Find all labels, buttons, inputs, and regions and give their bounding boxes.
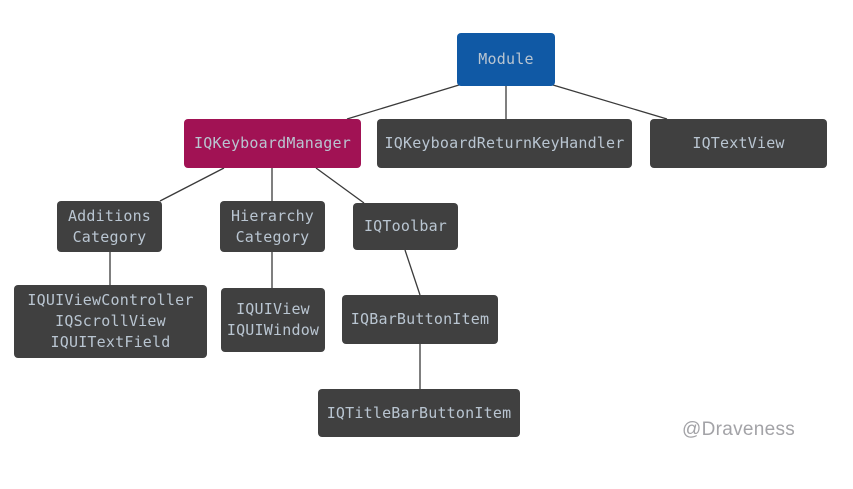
node-label: IQTitleBarButtonItem: [326, 403, 512, 422]
edge-module-to-iqtextview: [552, 84, 668, 120]
node-label: IQUIWindow: [226, 321, 320, 339]
edge-module-to-iqkeyboardmanager: [346, 84, 460, 120]
watermark-text: @Draveness: [682, 419, 796, 440]
node-label: IQTextView: [692, 134, 785, 153]
node-label: IQScrollView: [55, 312, 166, 331]
node-label: IQToolbar: [363, 217, 448, 236]
node-label: Category: [72, 227, 147, 246]
node-iqtoolbar: IQToolbar: [353, 203, 458, 250]
node-label: IQKeyboardReturnKeyHandler: [384, 134, 625, 153]
edge-iqkeyboardmanager-to-additions-category: [159, 167, 225, 202]
node-iqbarbuttonitem: IQBarButtonItem: [342, 295, 498, 344]
node-label: IQUIView: [236, 300, 310, 319]
node-label: Additions: [67, 206, 152, 225]
node-label: IQUITextField: [50, 332, 171, 351]
edge-iqtoolbar-to-iqbarbuttonitem: [404, 249, 421, 296]
node-label: IQBarButtonItem: [350, 310, 490, 329]
node-label: Hierarchy: [230, 206, 315, 225]
node-module: Module: [457, 33, 555, 86]
node-label: Category: [235, 227, 310, 246]
node-label: IQKeyboardManager: [194, 134, 351, 153]
node-iqkeyboardreturnkeyhandler: IQKeyboardReturnKeyHandler: [377, 119, 632, 168]
node-iqtextview: IQTextView: [650, 119, 827, 168]
node-label: Module: [478, 50, 534, 69]
node-label: IQUIViewController: [27, 291, 194, 310]
node-iqtitlebarbuttonitem: IQTitleBarButtonItem: [318, 389, 520, 437]
node-iqkeyboardmanager: IQKeyboardManager: [184, 119, 361, 168]
edge-iqkeyboardmanager-to-iqtoolbar: [315, 167, 365, 204]
